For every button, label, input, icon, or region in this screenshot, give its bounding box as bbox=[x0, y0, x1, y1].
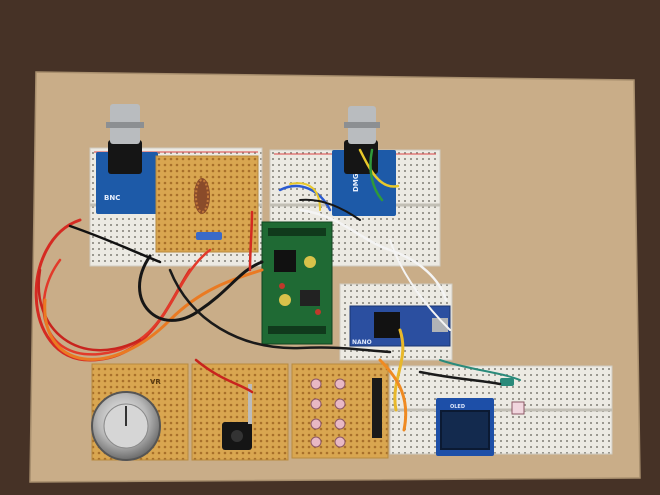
oled-display-module: OLED bbox=[436, 398, 494, 456]
right-module-silk-label: DMGEN bbox=[352, 163, 360, 192]
arduino-silk-label: NANO bbox=[352, 339, 372, 346]
green-signal-pcb bbox=[261, 221, 333, 345]
jumper-wires bbox=[34, 148, 521, 432]
perfboard-button-matrix bbox=[291, 363, 389, 459]
oled-silk-label: OLED bbox=[450, 404, 465, 410]
perfboard-potentiometer: VR bbox=[91, 363, 189, 461]
vr-marking-label: VR bbox=[150, 378, 161, 386]
perfboard-audio-jack bbox=[191, 363, 289, 461]
arduino-nano-board: NANO bbox=[349, 305, 451, 347]
bnc-module-left: BNC bbox=[96, 104, 158, 214]
left-module-silk-label: BNC bbox=[104, 194, 120, 202]
perfboard-coil bbox=[155, 155, 259, 253]
